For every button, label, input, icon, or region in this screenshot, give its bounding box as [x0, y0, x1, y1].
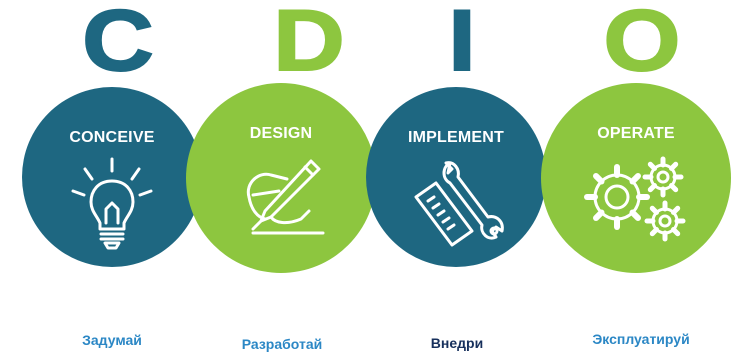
implement-circle: IMPLEMENT	[366, 87, 546, 267]
design-circle: DESIGN	[186, 83, 376, 273]
lightbulb-icon	[71, 157, 153, 250]
design-title: DESIGN	[249, 125, 313, 142]
ruler-wrench-icon	[414, 161, 504, 247]
operate-circle: OPERATE	[541, 83, 731, 273]
letter-c: C	[81, 0, 155, 89]
letter-o: O	[602, 0, 681, 89]
caption-implement: Внедри	[430, 335, 484, 351]
implement-title: IMPLEMENT	[407, 129, 505, 146]
letter-i: I	[447, 0, 477, 89]
conceive-circle: CONCEIVE	[22, 87, 202, 267]
caption-operate: Эксплуатируй	[592, 331, 690, 347]
letter-d: D	[272, 0, 346, 89]
conceive-title: CONCEIVE	[69, 129, 155, 146]
hand-pencil-icon	[246, 159, 325, 235]
caption-design: Разработай	[241, 336, 323, 352]
gears-icon	[584, 156, 686, 242]
operate-title: OPERATE	[597, 125, 675, 142]
caption-conceive: Задумай	[82, 332, 142, 348]
